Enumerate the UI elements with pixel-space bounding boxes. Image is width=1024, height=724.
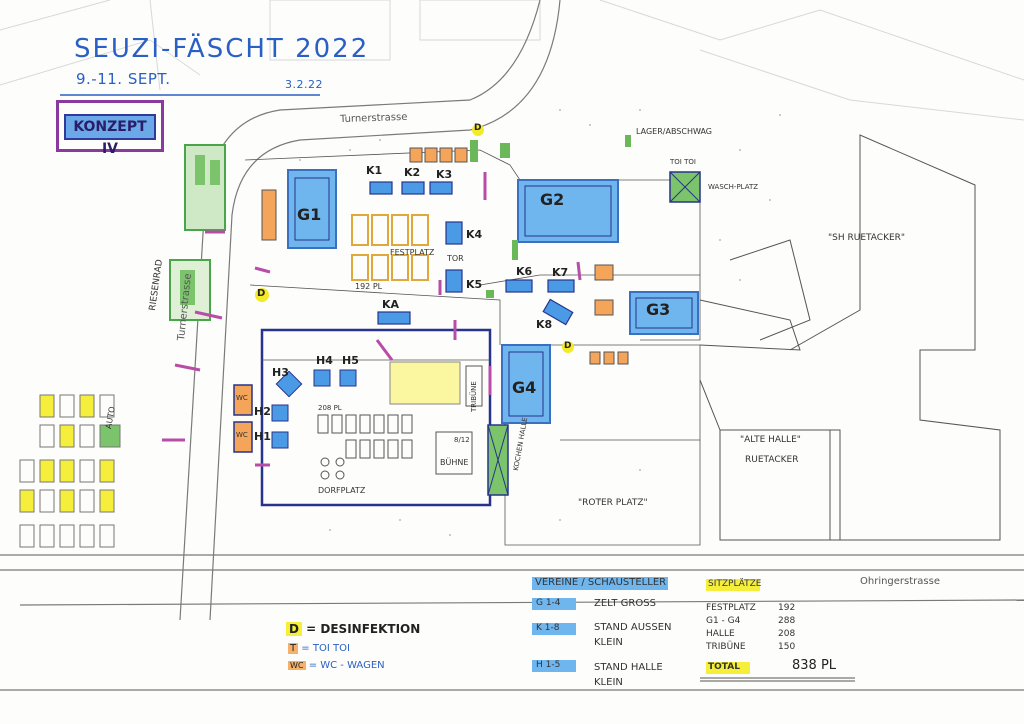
legend-swatches — [60, 94, 855, 682]
legend-k-key: K 1-8 — [536, 623, 560, 633]
roter-platz-label: "ROTER PLATZ" — [578, 498, 648, 508]
stand-h3-label: H3 — [272, 366, 289, 379]
buehne-seats: 8/12 — [454, 436, 470, 444]
legend-d-row: D = DESINFEKTION — [286, 622, 420, 636]
seating-row-3-label: HALLE — [706, 629, 735, 639]
toi-top-label: TOI TOI — [670, 158, 696, 166]
stand-h1-label: H1 — [254, 430, 271, 443]
seating-header: SITZPLÄTZE — [708, 579, 762, 589]
legend-d-key: D — [286, 622, 302, 636]
d-marker-right: D — [564, 341, 572, 351]
lager-label: LAGER/ABSCHWAG — [636, 127, 712, 136]
d-marker-top: D — [474, 123, 482, 133]
tent-g1-label: G1 — [297, 205, 322, 224]
street-label-top: Turnerstrasse — [339, 111, 408, 126]
stand-k2-label: K2 — [404, 166, 421, 179]
legend-h-desc-1: STAND HALLE — [594, 662, 663, 673]
legend-g-desc: ZELT GROSS — [594, 598, 656, 609]
kochen-halle-strip — [487, 424, 509, 496]
legend-wc-key: WC — [288, 661, 306, 670]
tent-g4-label: G4 — [512, 378, 537, 397]
wc-wagons — [233, 384, 253, 453]
stand-k1-label: K1 — [366, 164, 383, 177]
tent-g3 — [629, 291, 699, 335]
waschplatz-label: WASCH-PLATZ — [708, 183, 759, 191]
stand-h2-label: H2 — [254, 405, 271, 418]
stand-k7-label: K7 — [552, 266, 569, 279]
d-marker-left: D — [257, 288, 266, 299]
seating-row-1-value: 192 — [778, 603, 796, 613]
green-bits — [470, 135, 631, 298]
green-area-riesenrad — [169, 144, 226, 321]
stand-k3-label: K3 — [436, 168, 453, 181]
buehne-label: BÜHNE — [440, 458, 469, 467]
tent-g4 — [501, 344, 551, 424]
tribuene-label: TRIBÜNE — [470, 381, 478, 412]
seating-row-4-label: TRIBÜNE — [706, 642, 746, 652]
legend-d-desc: = DESINFEKTION — [306, 622, 421, 636]
stand-k8-label: K8 — [536, 318, 553, 331]
legend-g-key: G 1-4 — [536, 598, 561, 608]
legend-t-row: T = TOI TOI — [288, 643, 350, 654]
festplatz-benches — [351, 214, 429, 281]
stand-h5-label: H5 — [342, 354, 359, 367]
legend-t-desc: = TOI TOI — [301, 643, 350, 654]
event-title: SEUZI-FÄSCHT 2022 — [74, 34, 370, 64]
stand-h4-label: H4 — [316, 354, 333, 367]
legend-t-key: T — [288, 643, 299, 654]
drawn-date: 3.2.22 — [285, 78, 323, 91]
stand-k4-label: K4 — [466, 228, 483, 241]
dorfplatz-label: DORFPLATZ — [318, 486, 366, 495]
tent-g3-label: G3 — [646, 300, 671, 319]
festplatz-seats: 192 PL — [355, 282, 383, 291]
street-label-bottom: Ohringerstrasse — [860, 576, 940, 587]
stand-ka-label: KA — [382, 298, 400, 311]
legend-h-desc-2: KLEIN — [594, 677, 623, 688]
seating-row-3-value: 208 — [778, 629, 796, 639]
stand-k5-label: K5 — [466, 278, 483, 291]
streets — [0, 0, 1024, 691]
concept-badge: KONZEPT IV — [56, 100, 164, 157]
legend-wc-row: WC = WC - WAGEN — [288, 660, 385, 671]
dorfplatz-seats: 208 PL — [318, 404, 342, 412]
tent-g2 — [517, 179, 619, 243]
festplatz-label: FESTPLATZ — [390, 248, 435, 257]
legend-k-desc-2: KLEIN — [594, 637, 623, 648]
wc-marker-1: WC — [236, 394, 248, 402]
seating-total-value: 838 PL — [792, 658, 837, 673]
concept-label: KONZEPT IV — [64, 114, 156, 157]
main-hall — [260, 328, 492, 507]
alte-halle-label: "ALTE HALLE" — [740, 435, 801, 445]
ground-texture — [299, 109, 781, 536]
waschplatz-square — [669, 171, 701, 203]
ruetacker-label: RUETACKER — [745, 455, 799, 465]
sh-ruetacker-label: "SH RUETACKER" — [828, 233, 906, 243]
tor-label: TOR — [447, 254, 464, 263]
event-dates: 9.-11. SEPT. — [76, 70, 171, 88]
seating-row-4-value: 150 — [778, 642, 796, 652]
seating-row-2-label: G1 - G4 — [706, 616, 741, 626]
tent-g1 — [287, 169, 337, 249]
legend-wc-desc: = WC - WAGEN — [308, 660, 385, 671]
seating-row-2-value: 288 — [778, 616, 796, 626]
legend-header: VEREINE / SCHAUSTELLER — [535, 577, 667, 588]
background-buildings — [0, 0, 1024, 121]
stands-k — [369, 181, 575, 326]
right-buildings — [699, 134, 1001, 541]
stand-k6-label: K6 — [516, 265, 533, 278]
tent-g2-label: G2 — [540, 190, 565, 209]
parking-lots — [19, 394, 121, 548]
legend-h-key: H 1-5 — [536, 660, 561, 670]
desinfektion-markers — [255, 124, 574, 353]
seating-row-1-label: FESTPLATZ — [706, 603, 756, 613]
access-arrows — [162, 172, 582, 467]
seating-total-label: TOTAL — [708, 662, 740, 672]
toi-toi-units — [261, 147, 629, 365]
wc-marker-2: WC — [236, 431, 248, 439]
legend-k-desc-1: STAND AUSSEN — [594, 622, 672, 633]
